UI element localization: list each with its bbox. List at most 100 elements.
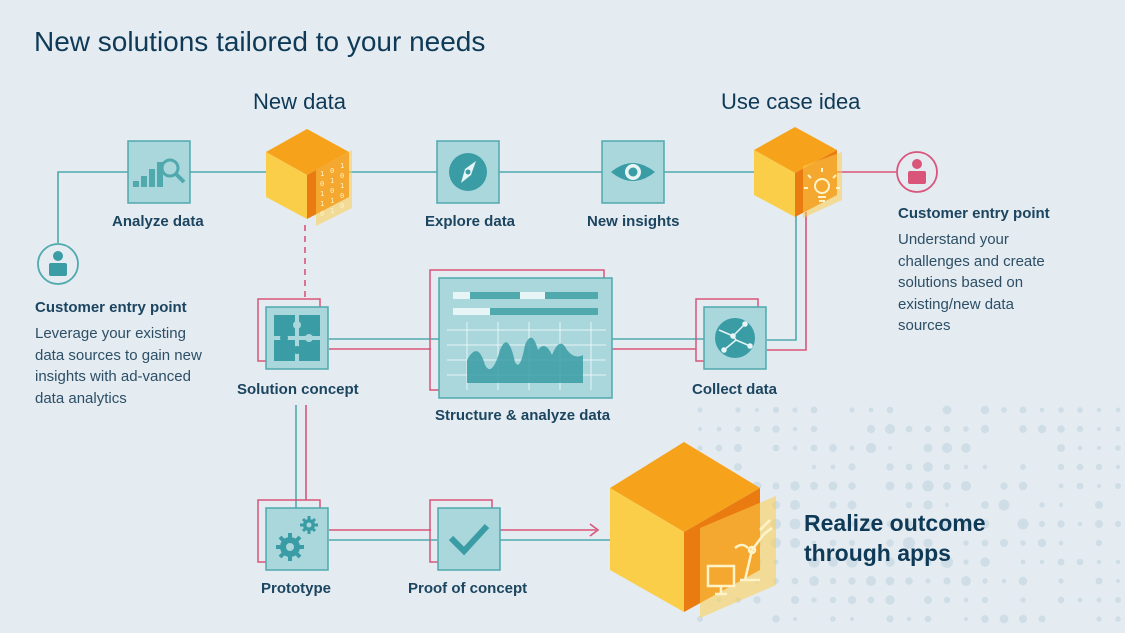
decoration-dot <box>848 463 856 471</box>
svg-text:0: 0 <box>320 180 324 188</box>
decoration-dot <box>924 558 932 566</box>
decoration-dot <box>1077 521 1083 527</box>
decoration-dot <box>1057 558 1065 566</box>
decoration-dot <box>867 596 875 604</box>
decoration-dot <box>1039 559 1045 565</box>
decoration-dot <box>982 464 988 470</box>
decoration-dot <box>847 595 857 605</box>
decoration-dot <box>943 577 951 585</box>
decoration-dot <box>866 519 876 529</box>
decoration-dot <box>1058 502 1064 508</box>
decoration-dot <box>811 540 817 546</box>
decoration-dot <box>906 616 912 622</box>
decoration-dot <box>1001 407 1007 413</box>
decoration-dot <box>963 540 969 546</box>
decoration-dot <box>1096 445 1102 451</box>
decoration-dot <box>924 425 932 433</box>
connector-entry-to-analyze <box>57 171 128 243</box>
decoration-dot <box>1095 520 1103 528</box>
decoration-dot <box>810 406 818 414</box>
customer-entry-left-icon <box>37 243 79 285</box>
proof-of-concept-node <box>429 499 501 571</box>
label-explore-data: Explore data <box>425 213 516 230</box>
decoration-dot <box>697 407 703 413</box>
decoration-dot <box>924 596 932 604</box>
decoration-dot <box>1058 407 1064 413</box>
decoration-dot <box>753 596 761 604</box>
decoration-dot <box>905 520 913 528</box>
svg-text:0: 0 <box>340 172 344 180</box>
decoration-dot <box>1001 578 1007 584</box>
decoration-dot <box>1115 445 1121 451</box>
label-structure-analyze: Structure & analyze data <box>435 407 611 424</box>
decoration-dot <box>790 481 800 491</box>
decoration-dot <box>1076 482 1084 490</box>
svg-text:1: 1 <box>320 170 324 178</box>
analyze-data-node <box>127 140 191 204</box>
decoration-dot <box>792 407 798 413</box>
decoration-dot <box>830 616 836 622</box>
decoration-dot <box>942 405 952 415</box>
connector-usecase-to-collect-pink <box>767 212 807 351</box>
outcome-cube-icon <box>610 442 776 618</box>
svg-text:0: 0 <box>340 202 344 210</box>
decoration-dot <box>924 615 932 623</box>
decoration-dot <box>1096 597 1102 603</box>
decoration-dot <box>849 445 855 451</box>
decoration-dot <box>922 480 934 492</box>
connectors <box>57 171 896 547</box>
decoration-dot <box>1095 577 1103 585</box>
decoration-dot <box>886 539 894 547</box>
use-case-idea-cube-icon <box>754 127 842 218</box>
eye-icon <box>611 163 655 181</box>
decoration-dot <box>1057 463 1065 471</box>
label-new-insights: New insights <box>587 213 680 230</box>
decoration-dot <box>697 616 703 622</box>
decoration-dot <box>963 616 969 622</box>
decoration-dot <box>811 597 817 603</box>
heading-new-data: New data <box>253 89 346 114</box>
decoration-dot <box>885 424 895 434</box>
decoration-dot <box>848 539 856 547</box>
decoration-dot <box>1058 578 1064 584</box>
decoration-dot <box>1020 597 1026 603</box>
lightbulb-icon <box>804 168 840 202</box>
spreadsheet-chart-icon <box>447 292 606 390</box>
decoration-dot <box>1019 406 1027 414</box>
decoration-dot <box>885 576 895 586</box>
collect-data-node <box>695 298 767 370</box>
decoration-dot <box>1057 596 1065 604</box>
decoration-dot <box>866 424 876 434</box>
decoration-dot <box>772 482 780 490</box>
decoration-dot <box>849 407 855 413</box>
puzzle-icon <box>274 315 320 361</box>
decoration-dot <box>1096 559 1102 565</box>
connector-usecase-to-collect-teal <box>767 212 797 341</box>
decoration-dot <box>790 538 800 548</box>
decoration-dot <box>1096 616 1102 622</box>
decoration-dot <box>943 596 951 604</box>
decoration-dot <box>1096 407 1102 413</box>
decoration-dot <box>1019 425 1027 433</box>
decoration-dot <box>1020 464 1026 470</box>
decoration-dot <box>793 617 797 621</box>
decoration-dot <box>828 481 838 491</box>
decoration-dot <box>846 556 858 568</box>
decoration-dot <box>829 577 837 585</box>
entry-left-title: Customer entry point <box>35 299 187 316</box>
decoration-dot <box>980 557 990 567</box>
structure-analyze-node <box>429 269 613 399</box>
decoration-dot <box>811 464 817 470</box>
decoration-dot <box>1115 407 1121 413</box>
svg-text:1: 1 <box>330 177 334 185</box>
decoration-dot <box>981 615 989 623</box>
decoration-dot <box>998 499 1010 511</box>
decoration-dot <box>943 482 951 490</box>
decoration-dot <box>1077 445 1083 451</box>
decoration-dot <box>1058 540 1064 546</box>
decoration-dot <box>1000 482 1008 490</box>
page-title: New solutions tailored to your needs <box>34 26 486 57</box>
svg-text:1: 1 <box>330 197 334 205</box>
decoration-dot <box>1115 426 1121 432</box>
label-proof-of-concept: Proof of concept <box>408 580 528 597</box>
